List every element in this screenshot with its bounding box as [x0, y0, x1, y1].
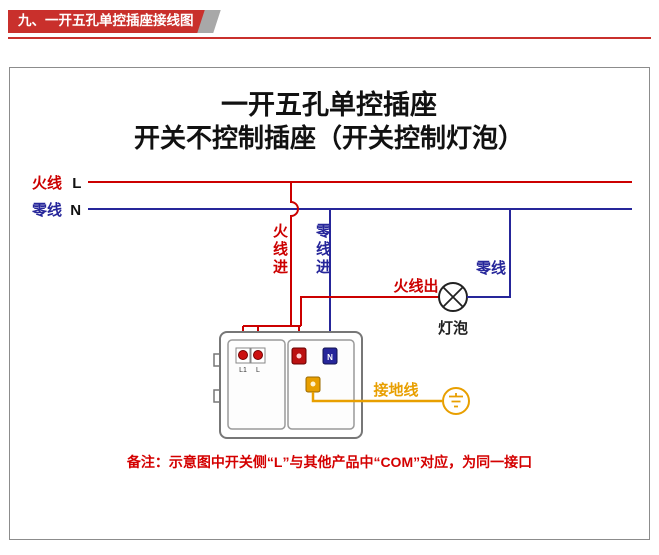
neutral-wire-label-cn: 零线: [31, 201, 62, 219]
lamp-label: 灯泡: [438, 319, 468, 337]
ground-wire: [311, 392, 442, 403]
lamp-neutral-line: [467, 209, 511, 298]
diagram-title: 一开五孔单控插座: [221, 89, 437, 120]
wiring-diagram-svg: 一开五孔单控插座 开关不控制插座（开关控制灯泡） 火线 L 零线 N 火线出 灯…: [31, 89, 632, 439]
live-wire-label-cn: 火线: [32, 174, 62, 192]
live-out-label: 火线出: [393, 277, 438, 295]
live-in-label: 火线进: [271, 223, 288, 277]
terminal-live: [291, 347, 307, 365]
diagram-subtitle: 开关不控制插座（开关控制灯泡）: [134, 123, 524, 153]
header-tab: 九、一开五孔单控插座接线图: [8, 10, 206, 33]
live-wire-label-letter: L: [72, 175, 81, 192]
terminal-neutral: N: [322, 347, 338, 365]
page-header: 九、一开五孔单控插座接线图: [0, 0, 659, 33]
diagram-box: 一开五孔单控插座 开关不控制插座（开关控制灯泡） 火线 L 零线 N 火线出 灯…: [9, 67, 650, 540]
neutral-wire-label: 零线 N: [31, 201, 81, 219]
terminal-l1: L1: [235, 347, 251, 374]
live-wire-label: 火线 L: [32, 174, 81, 192]
svg-text:N: N: [327, 353, 333, 362]
svg-text:L: L: [256, 367, 260, 374]
note-text: 备注：示意图中开关侧“L”与其他产品中“COM”对应，为同一接口: [126, 454, 533, 470]
lamp-feed-line: [300, 296, 439, 326]
neutral-in-label: 零线进: [314, 223, 331, 277]
header-rule: [8, 37, 651, 39]
neutral-wire-label-letter: N: [70, 202, 81, 219]
terminal-ground: [305, 376, 321, 393]
ground-label: 接地线: [373, 381, 418, 399]
ground-symbol-icon: [442, 387, 470, 415]
live-drop-line: [290, 182, 299, 326]
svg-text:L1: L1: [239, 367, 247, 374]
terminal-l: L: [250, 347, 266, 374]
lamp-icon: [438, 282, 468, 312]
switch-socket-device: L1 L N: [213, 331, 363, 439]
lamp-neutral-label: 零线: [475, 259, 506, 277]
